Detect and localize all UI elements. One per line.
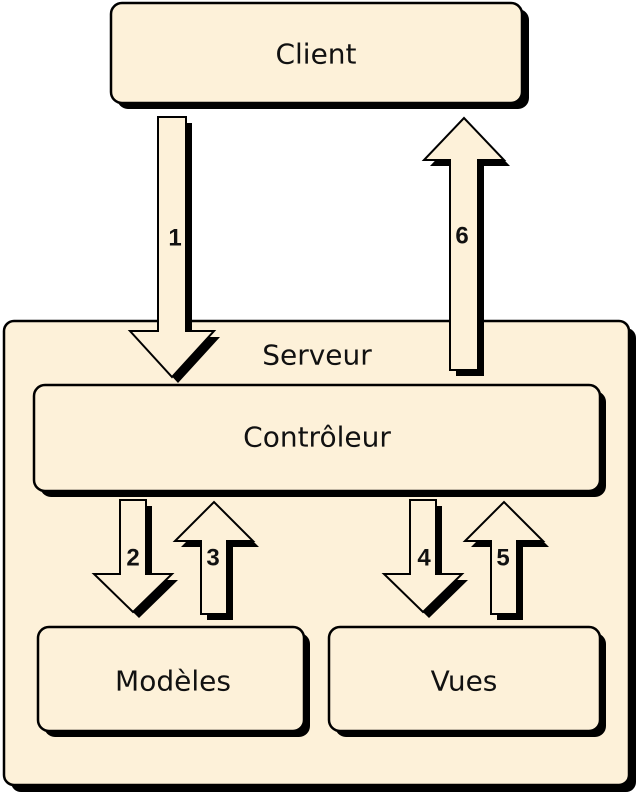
arrow-4: 4 [381, 499, 468, 618]
models-node: Modèles [36, 625, 310, 737]
models-label: Modèles [115, 665, 231, 698]
arrow-6-label: 6 [455, 223, 468, 250]
arrow-5: 5 [462, 500, 549, 620]
arrow-2: 2 [91, 499, 178, 618]
client-node: Client [109, 1, 529, 109]
server-label: Serveur [262, 339, 372, 372]
controller-label: Contrôleur [243, 421, 391, 454]
arrow-3-label: 3 [206, 545, 219, 572]
arrow-4-label: 4 [417, 545, 431, 572]
views-node: Vues [327, 625, 606, 737]
arrow-5-label: 5 [496, 545, 509, 572]
arrow-6: 6 [421, 116, 510, 376]
arrow-3: 3 [172, 500, 259, 620]
views-label: Vues [431, 665, 498, 698]
arrow-2-label: 2 [126, 545, 139, 572]
controller-node: Contrôleur [32, 383, 606, 497]
client-label: Client [275, 38, 356, 71]
arrow-1-label: 1 [168, 225, 181, 252]
arrow-1: 1 [127, 116, 220, 383]
